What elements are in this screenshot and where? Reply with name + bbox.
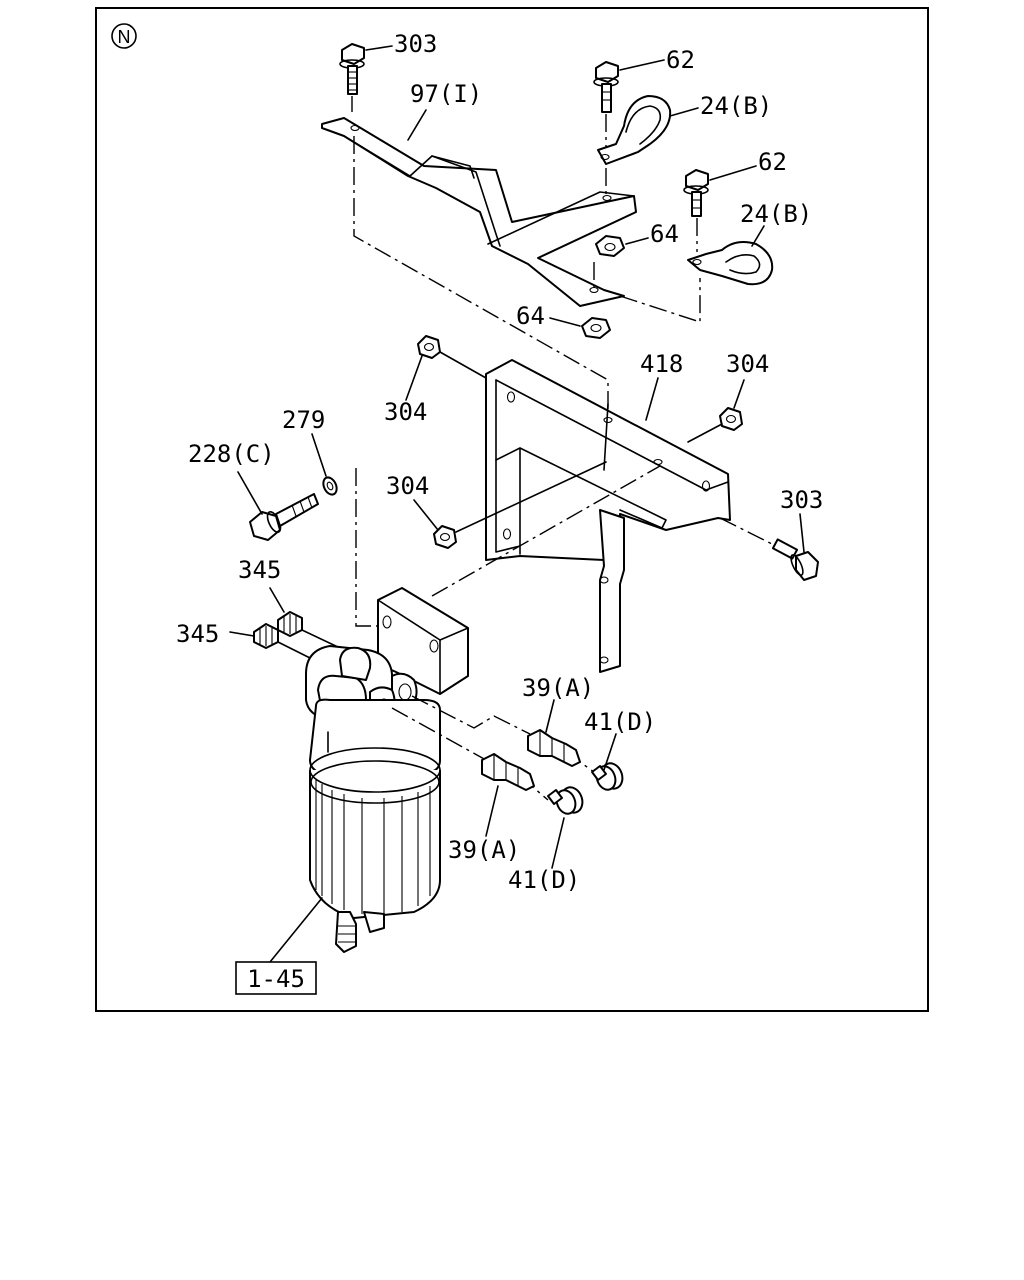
callout-24b-a: 24(B) — [700, 92, 772, 120]
nut-304-c — [433, 461, 607, 549]
callout-62-b: 62 — [758, 148, 787, 176]
nut-304-b — [687, 407, 743, 443]
bolt-228c — [249, 493, 319, 541]
guide-line-fitting-lower — [391, 707, 487, 761]
view-marker-letter: N — [118, 27, 131, 47]
fuel-filter-assembly — [305, 587, 469, 953]
main-bracket-418 — [485, 359, 731, 569]
callout-24b-b: 24(B) — [740, 200, 812, 228]
clamp-24b-b — [687, 241, 774, 286]
leader-lines — [229, 45, 805, 963]
hose-clip-41d-upper — [591, 762, 624, 791]
callout-304-a: 304 — [384, 398, 427, 426]
hanger-strap — [599, 509, 625, 673]
callout-418: 418 — [640, 350, 683, 378]
callout-41d-lower: 41(D) — [508, 866, 580, 894]
guide-line-fitting-upper — [411, 695, 531, 735]
callout-304-c: 304 — [386, 472, 429, 500]
guide-line-bracket-head — [431, 465, 661, 597]
hose-clip-41d-lower — [547, 786, 584, 815]
callout-39a-lower: 39(A) — [448, 836, 520, 864]
callout-345-b: 345 — [176, 620, 219, 648]
diagram-frame — [95, 7, 929, 1012]
callout-279: 279 — [282, 406, 325, 434]
bolt-303-right — [719, 517, 819, 581]
view-marker: N — [111, 23, 137, 49]
nut-64-a — [593, 235, 625, 288]
callout-303-top: 303 — [394, 30, 437, 58]
guide-line-upper-left — [353, 136, 609, 412]
bolt-62-a — [593, 61, 619, 150]
guide-line-upper-right — [619, 278, 701, 323]
callout-64-a: 64 — [650, 220, 679, 248]
upper-bracket-97 — [321, 117, 637, 307]
callout-39a-upper: 39(A) — [522, 674, 594, 702]
washer-279 — [322, 476, 338, 496]
guide-line-bolt-228 — [355, 468, 380, 627]
callout-303-right: 303 — [780, 486, 823, 514]
assembly-ref-label: 1-45 — [247, 965, 305, 993]
callout-345-a: 345 — [238, 556, 281, 584]
assembly-ref-box: 1-45 — [235, 961, 317, 995]
bolt-303-top — [339, 43, 365, 112]
nut-64-b — [581, 317, 611, 339]
callout-41d-upper: 41(D) — [584, 708, 656, 736]
fitting-39a-upper — [527, 729, 581, 767]
callout-228-c: 228(C) — [188, 440, 275, 468]
bolt-62-b — [683, 169, 709, 252]
callout-64-b: 64 — [516, 302, 545, 330]
nut-304-a — [417, 335, 487, 379]
plug-345-a — [277, 611, 341, 649]
callout-62-a: 62 — [666, 46, 695, 74]
callout-304-b: 304 — [726, 350, 769, 378]
fitting-39a-lower — [481, 753, 535, 791]
clamp-24b-a — [597, 95, 672, 196]
callout-97-i: 97(I) — [410, 80, 482, 108]
